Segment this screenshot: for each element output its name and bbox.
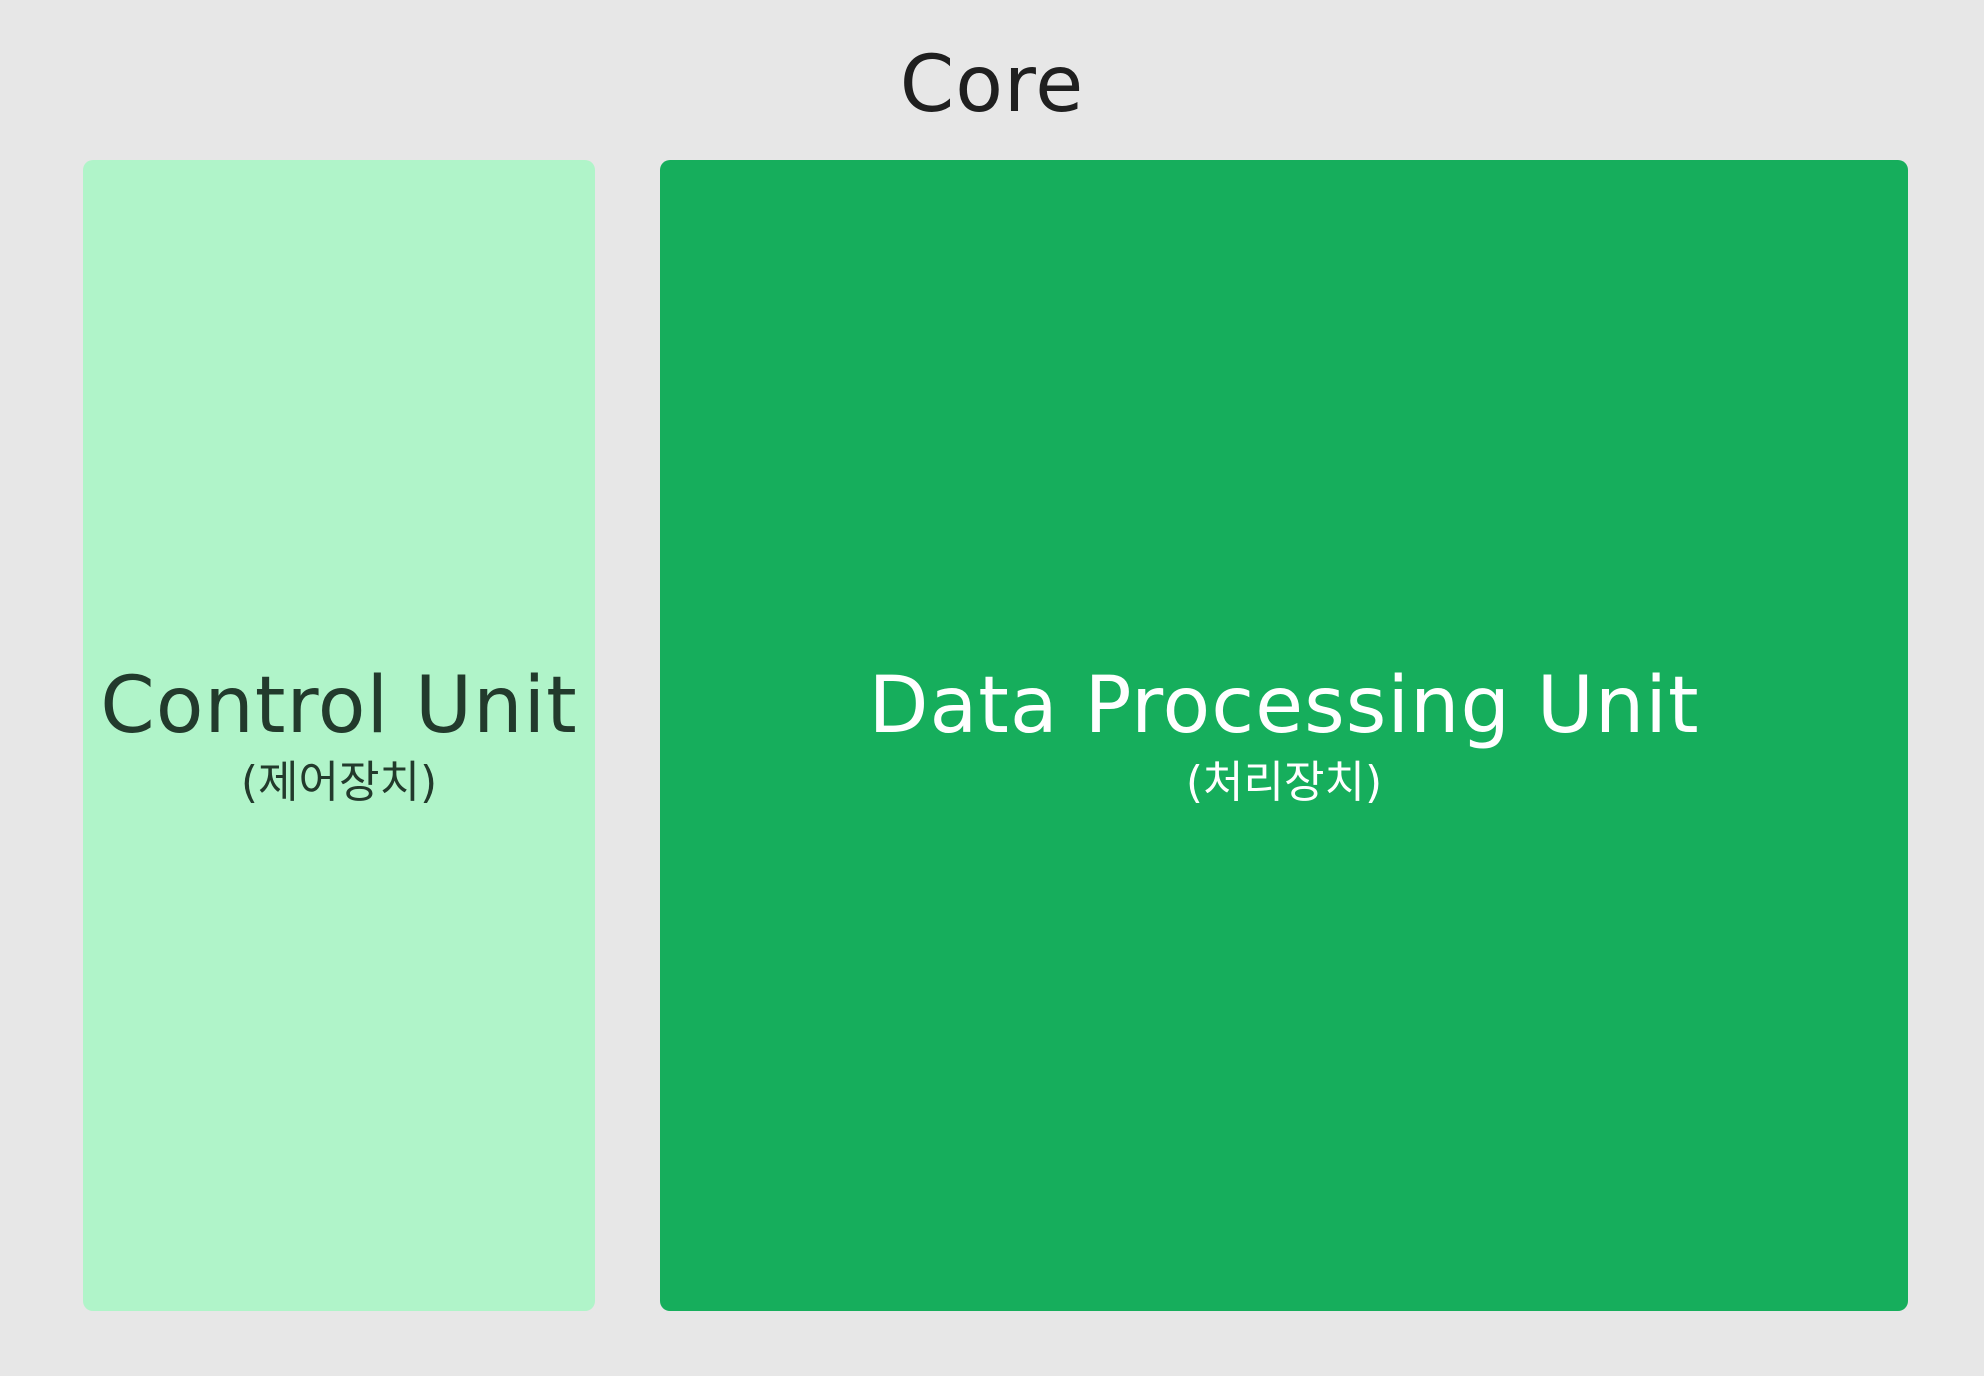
control-unit-box: Control Unit (제어장치) [83, 160, 595, 1311]
core-title: Core [899, 40, 1085, 130]
control-unit-sublabel: (제어장치) [240, 756, 438, 808]
data-processing-unit-box: Data Processing Unit (처리장치) [660, 160, 1908, 1311]
data-processing-unit-label: Data Processing Unit [868, 660, 1700, 751]
control-unit-label: Control Unit [100, 660, 578, 751]
data-processing-unit-sublabel: (처리장치) [1185, 756, 1383, 808]
